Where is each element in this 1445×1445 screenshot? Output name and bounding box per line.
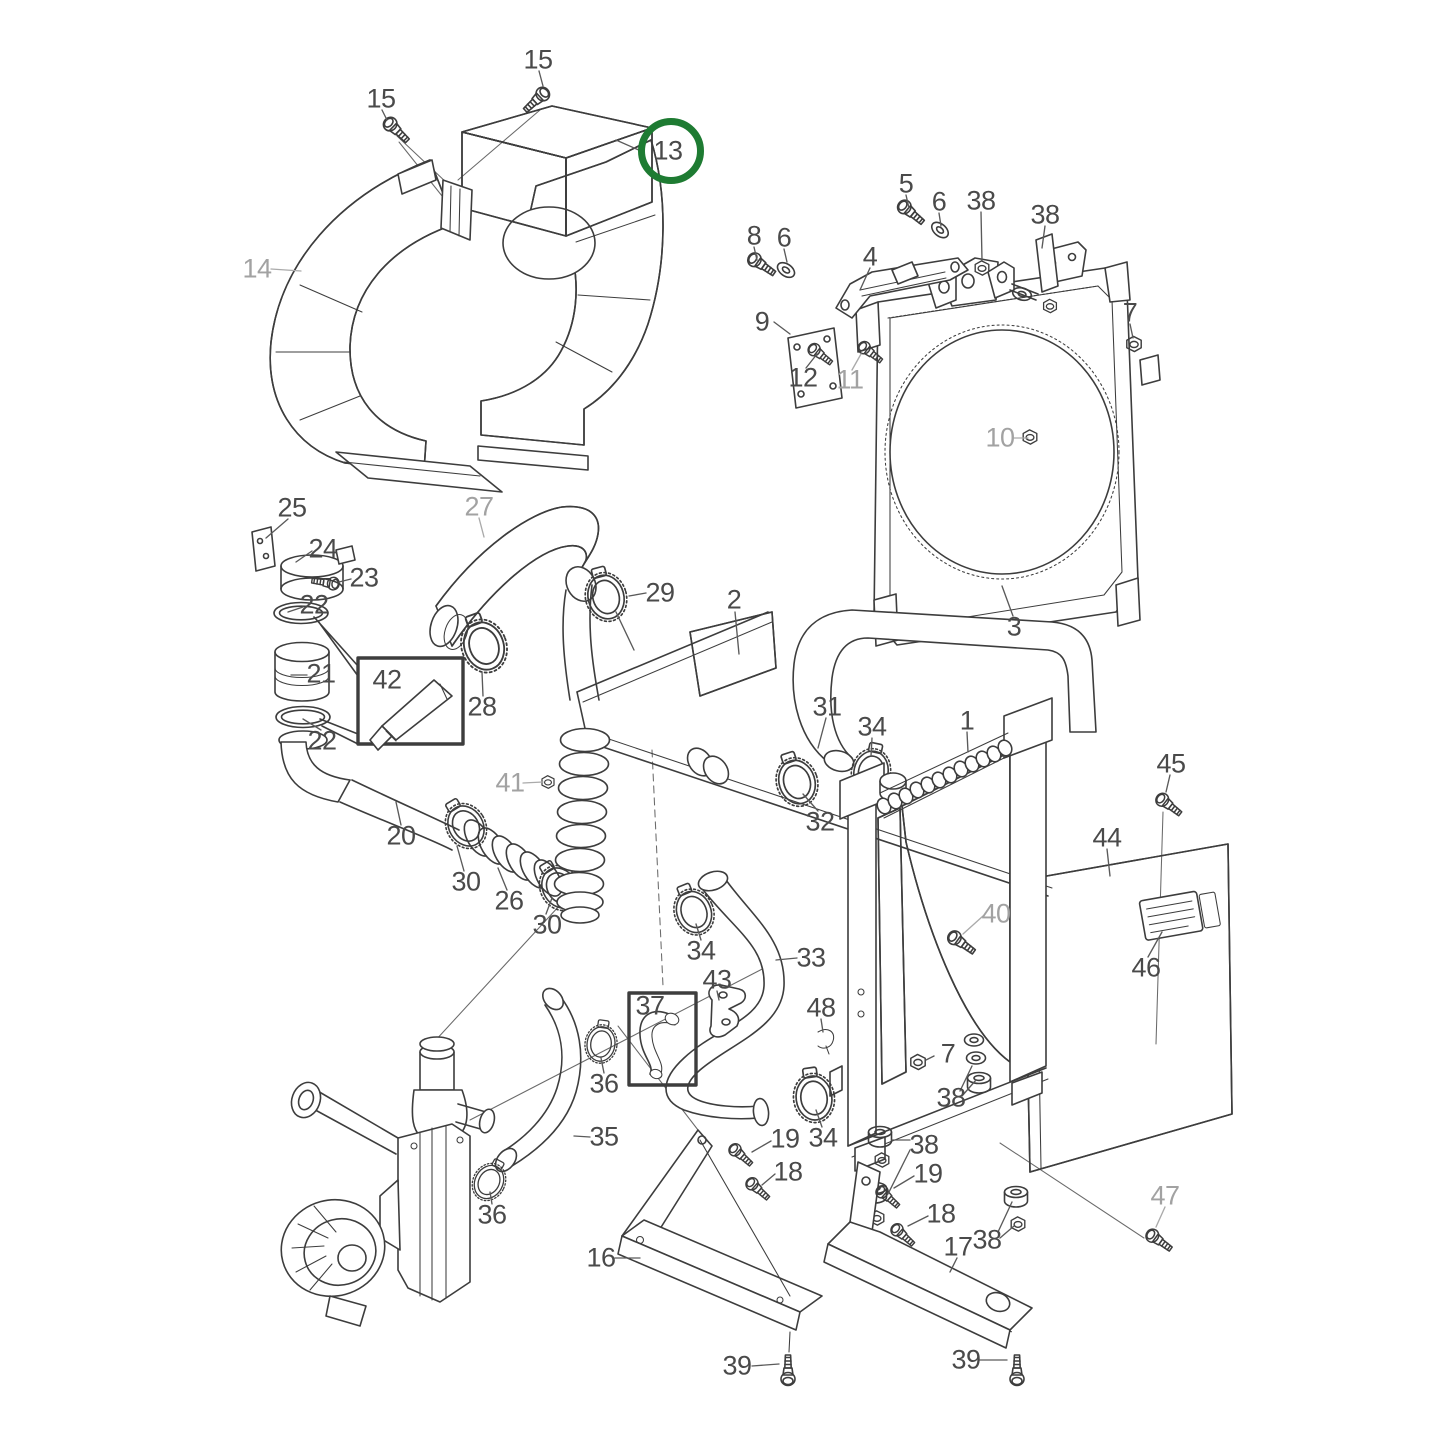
part-callout-43[interactable]: 43 xyxy=(702,964,732,995)
part-callout-9[interactable]: 9 xyxy=(754,306,770,337)
part-callout-41[interactable]: 41 xyxy=(495,767,525,798)
part-callout-37[interactable]: 37 xyxy=(635,990,665,1021)
part-callout-35[interactable]: 35 xyxy=(589,1121,619,1152)
part-callout-19[interactable]: 19 xyxy=(913,1158,943,1189)
part-callout-6[interactable]: 6 xyxy=(931,186,947,217)
part-callout-44[interactable]: 44 xyxy=(1092,822,1122,853)
part-callout-45[interactable]: 45 xyxy=(1156,748,1186,779)
part-callout-38[interactable]: 38 xyxy=(966,185,996,216)
part-callout-28[interactable]: 28 xyxy=(467,691,497,722)
part-callout-21[interactable]: 21 xyxy=(306,658,336,689)
part-callout-16[interactable]: 16 xyxy=(586,1242,616,1273)
part-callout-12[interactable]: 12 xyxy=(788,362,818,393)
hose-27 xyxy=(429,505,635,924)
part-callout-39[interactable]: 39 xyxy=(951,1344,981,1375)
part-callout-20[interactable]: 20 xyxy=(386,820,416,851)
part-callout-47[interactable]: 47 xyxy=(1150,1180,1180,1211)
part-callout-38[interactable]: 38 xyxy=(972,1224,1002,1255)
fan-shroud-3 xyxy=(855,257,1161,647)
part-callout-19[interactable]: 19 xyxy=(770,1123,800,1154)
part-callout-18[interactable]: 18 xyxy=(926,1198,956,1229)
part-callout-34[interactable]: 34 xyxy=(857,711,887,742)
fan-guard-upper-13 xyxy=(440,105,664,471)
part-callout-8[interactable]: 8 xyxy=(746,220,762,251)
part-callout-31[interactable]: 31 xyxy=(812,691,842,722)
hose-31 xyxy=(767,609,1097,813)
part-callout-5[interactable]: 5 xyxy=(898,168,914,199)
part-callout-15[interactable]: 15 xyxy=(366,83,396,114)
leader-lines xyxy=(265,70,1171,1367)
part-callout-2[interactable]: 2 xyxy=(726,584,742,615)
grille-44 xyxy=(944,789,1233,1256)
top-fin-coils xyxy=(876,732,1013,819)
part-callout-22[interactable]: 22 xyxy=(307,725,337,756)
part-callout-3[interactable]: 3 xyxy=(1006,611,1022,642)
part-callout-7[interactable]: 7 xyxy=(1122,297,1138,328)
thermostat-column xyxy=(251,526,590,919)
part-callout-48[interactable]: 48 xyxy=(806,992,836,1023)
part-callout-38[interactable]: 38 xyxy=(936,1082,966,1113)
part-callout-6[interactable]: 6 xyxy=(776,222,792,253)
part-callout-23[interactable]: 23 xyxy=(349,562,379,593)
water-pump-assembly xyxy=(280,1036,496,1327)
bracket-17 xyxy=(823,1161,1033,1387)
part-callout-34[interactable]: 34 xyxy=(808,1122,838,1153)
part-callout-30[interactable]: 30 xyxy=(532,909,562,940)
part-callout-1[interactable]: 1 xyxy=(959,705,975,736)
part-callout-42[interactable]: 42 xyxy=(372,664,402,695)
part-callout-24[interactable]: 24 xyxy=(308,533,338,564)
part-callout-10[interactable]: 10 xyxy=(985,422,1015,453)
part-callout-13[interactable]: 13 xyxy=(653,135,683,166)
part-callout-46[interactable]: 46 xyxy=(1131,952,1161,983)
vertical-bellows xyxy=(553,727,611,924)
part-callout-32[interactable]: 32 xyxy=(805,806,835,837)
part-callout-33[interactable]: 33 xyxy=(796,942,826,973)
label-plate-46 xyxy=(1138,890,1221,941)
construction-lines xyxy=(396,109,1164,1239)
part-callout-17[interactable]: 17 xyxy=(943,1231,973,1262)
fan-guard-lower-14 xyxy=(269,159,503,493)
inset-box-42 xyxy=(313,616,465,751)
inset-box-37 xyxy=(627,991,698,1087)
part-callout-36[interactable]: 36 xyxy=(589,1068,619,1099)
part-callout-14[interactable]: 14 xyxy=(242,253,272,284)
part-callout-27[interactable]: 27 xyxy=(464,491,494,522)
part-callout-30[interactable]: 30 xyxy=(451,866,481,897)
part-callout-38[interactable]: 38 xyxy=(909,1129,939,1160)
part-callout-7[interactable]: 7 xyxy=(940,1038,956,1069)
part-callout-26[interactable]: 26 xyxy=(494,885,524,916)
part-callout-36[interactable]: 36 xyxy=(477,1199,507,1230)
hose-35 xyxy=(465,987,621,1208)
part-callout-39[interactable]: 39 xyxy=(722,1350,752,1381)
part-callout-22[interactable]: 22 xyxy=(299,589,329,620)
cooler-core-2 xyxy=(576,611,1053,897)
part-callout-4[interactable]: 4 xyxy=(862,241,878,272)
part-callout-29[interactable]: 29 xyxy=(645,577,675,608)
part-callout-15[interactable]: 15 xyxy=(523,44,553,75)
part-callout-40[interactable]: 40 xyxy=(981,898,1011,929)
part-callout-25[interactable]: 25 xyxy=(277,492,307,523)
bracket-16 xyxy=(617,1129,823,1387)
part-callout-38[interactable]: 38 xyxy=(1030,199,1060,230)
shroud-bracket-hardware xyxy=(744,196,1142,409)
part-callout-18[interactable]: 18 xyxy=(773,1156,803,1187)
part-callout-11[interactable]: 11 xyxy=(836,364,864,395)
part-callout-34[interactable]: 34 xyxy=(686,935,716,966)
